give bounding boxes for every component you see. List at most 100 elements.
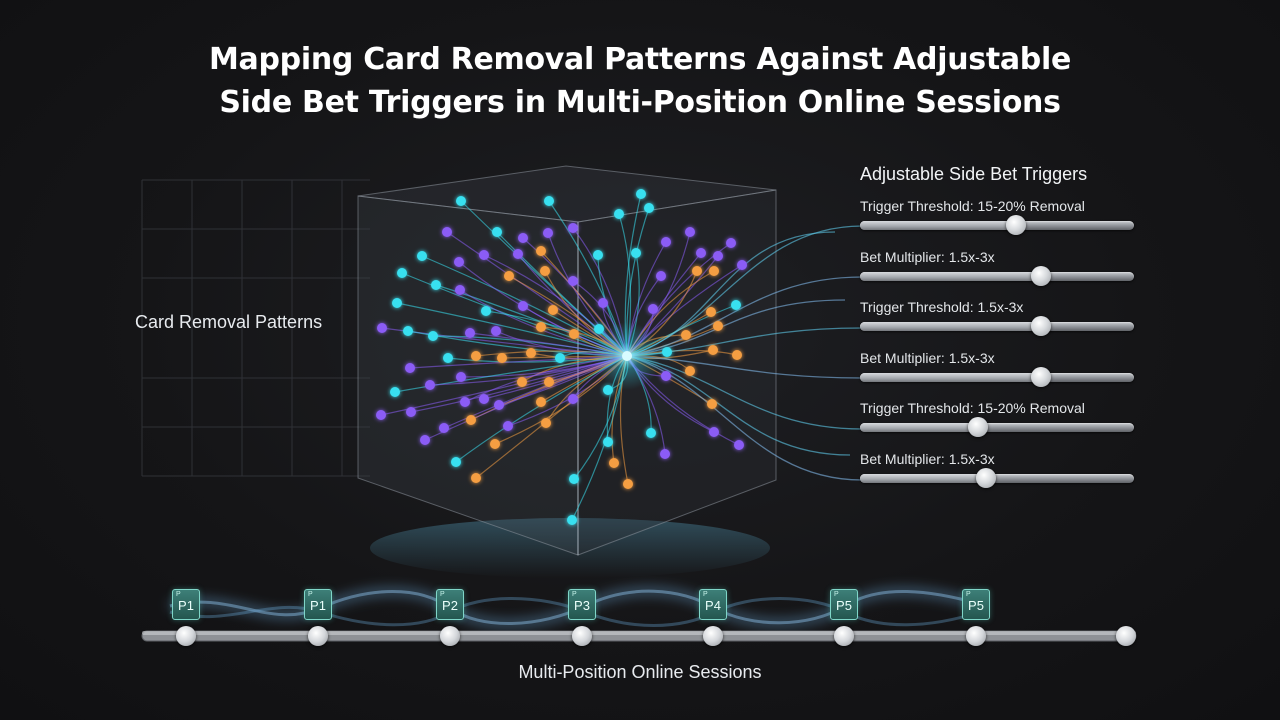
position-tag-label: P4 xyxy=(705,598,721,613)
position-tag-p4[interactable]: P P4 xyxy=(699,589,727,620)
pattern-node xyxy=(555,353,565,363)
pattern-node xyxy=(726,238,736,248)
position-tag-label: P5 xyxy=(968,598,984,613)
multi-position-sessions-label: Multi-Position Online Sessions xyxy=(518,662,762,682)
pattern-node xyxy=(456,372,466,382)
slider-trigger-threshold-2: Trigger Threshold: 1.5x-3x xyxy=(858,298,1148,349)
slider-track[interactable] xyxy=(860,316,1134,336)
position-tag-p3[interactable]: P P3 xyxy=(568,589,596,620)
timeline-node[interactable] xyxy=(308,626,328,646)
tag-corner-mark: P xyxy=(572,591,577,598)
pattern-node xyxy=(737,260,747,270)
pattern-node xyxy=(443,353,453,363)
page-title: Mapping Card Removal Patterns Against Ad… xyxy=(0,38,1280,124)
card-removal-patterns-label: Card Removal Patterns xyxy=(135,312,323,332)
pattern-node xyxy=(609,458,619,468)
timeline-node[interactable] xyxy=(703,626,723,646)
pattern-node xyxy=(614,209,624,219)
timeline-node[interactable] xyxy=(440,626,460,646)
pattern-node xyxy=(543,228,553,238)
pattern-node xyxy=(442,227,452,237)
pattern-node xyxy=(392,298,402,308)
pattern-node xyxy=(481,306,491,316)
side-bet-triggers-panel: Adjustable Side Bet Triggers Trigger Thr… xyxy=(858,162,1148,500)
pattern-node xyxy=(568,394,578,404)
slider-fill xyxy=(860,473,987,483)
pattern-node xyxy=(455,285,465,295)
pattern-node xyxy=(548,305,558,315)
position-tag-p5[interactable]: P P5 xyxy=(962,589,990,620)
timeline-track-highlight xyxy=(142,631,1136,635)
pattern-node xyxy=(603,437,613,447)
position-tag-label: P3 xyxy=(574,598,590,613)
pattern-node xyxy=(603,385,613,395)
position-tag-p1[interactable]: P P1 xyxy=(172,589,200,620)
pattern-node xyxy=(544,196,554,206)
slider-thumb[interactable] xyxy=(967,417,988,437)
pattern-node xyxy=(503,421,513,431)
slider-bet-multiplier-2: Bet Multiplier: 1.5x-3x xyxy=(858,349,1148,400)
slider-track[interactable] xyxy=(860,467,1134,488)
pattern-node xyxy=(568,223,578,233)
tag-corner-mark: P xyxy=(703,591,708,598)
timeline-node[interactable] xyxy=(966,626,986,646)
slider-track[interactable] xyxy=(860,417,1134,437)
slider-thumb[interactable] xyxy=(1030,316,1051,336)
pattern-node xyxy=(494,400,504,410)
tag-corner-mark: P xyxy=(176,591,181,598)
pattern-node xyxy=(696,248,706,258)
pattern-node xyxy=(377,323,387,333)
slider-trigger-threshold-3: Trigger Threshold: 15-20% Removal xyxy=(858,399,1148,450)
pattern-node xyxy=(708,345,718,355)
tag-corner-mark: P xyxy=(834,591,839,598)
central-hub xyxy=(622,351,632,361)
pattern-node xyxy=(709,427,719,437)
pattern-node xyxy=(471,473,481,483)
timeline-node[interactable] xyxy=(1116,626,1136,646)
slider-thumb[interactable] xyxy=(1030,265,1051,286)
position-tag-label: P5 xyxy=(836,598,852,613)
slider-bet-multiplier-1: Bet Multiplier: 1.5x-3x xyxy=(858,248,1148,299)
pattern-node xyxy=(491,326,501,336)
pattern-node xyxy=(662,347,672,357)
pattern-node xyxy=(692,266,702,276)
slider-label: Bet Multiplier: 1.5x-3x xyxy=(860,248,995,265)
position-tag-p2[interactable]: P P2 xyxy=(436,589,464,620)
pattern-node xyxy=(661,237,671,247)
timeline-node[interactable] xyxy=(834,626,854,646)
slider-thumb[interactable] xyxy=(976,467,997,488)
slider-thumb[interactable] xyxy=(1006,215,1027,235)
pattern-node xyxy=(376,410,386,420)
slider-track[interactable] xyxy=(860,366,1134,387)
slider-track[interactable] xyxy=(860,215,1134,235)
slider-track[interactable] xyxy=(860,265,1134,286)
tag-corner-mark: P xyxy=(440,591,445,598)
timeline-node[interactable] xyxy=(572,626,592,646)
pattern-node xyxy=(526,348,536,358)
slider-thumb[interactable] xyxy=(1030,366,1051,387)
pattern-node xyxy=(390,387,400,397)
timeline-node[interactable] xyxy=(176,626,196,646)
pattern-node xyxy=(713,321,723,331)
pattern-node xyxy=(471,351,481,361)
pattern-node xyxy=(660,449,670,459)
slider-bet-multiplier-3: Bet Multiplier: 1.5x-3x xyxy=(858,450,1148,501)
position-tag-p5[interactable]: P P5 xyxy=(830,589,858,620)
slider-label: Trigger Threshold: 1.5x-3x xyxy=(860,299,1024,315)
pattern-node xyxy=(732,350,742,360)
slider-label: Bet Multiplier: 1.5x-3x xyxy=(860,450,995,467)
trigger-curve xyxy=(626,355,863,481)
pattern-node xyxy=(504,271,514,281)
pattern-node xyxy=(646,428,656,438)
position-tag-p1[interactable]: P P1 xyxy=(304,589,332,620)
pattern-node xyxy=(569,329,579,339)
pattern-node xyxy=(518,233,528,243)
pattern-node xyxy=(479,250,489,260)
pattern-node xyxy=(439,423,449,433)
pattern-node xyxy=(593,250,603,260)
pattern-node xyxy=(420,435,430,445)
pattern-node xyxy=(460,397,470,407)
pattern-node xyxy=(685,366,695,376)
pattern-node xyxy=(490,439,500,449)
pattern-node xyxy=(706,307,716,317)
